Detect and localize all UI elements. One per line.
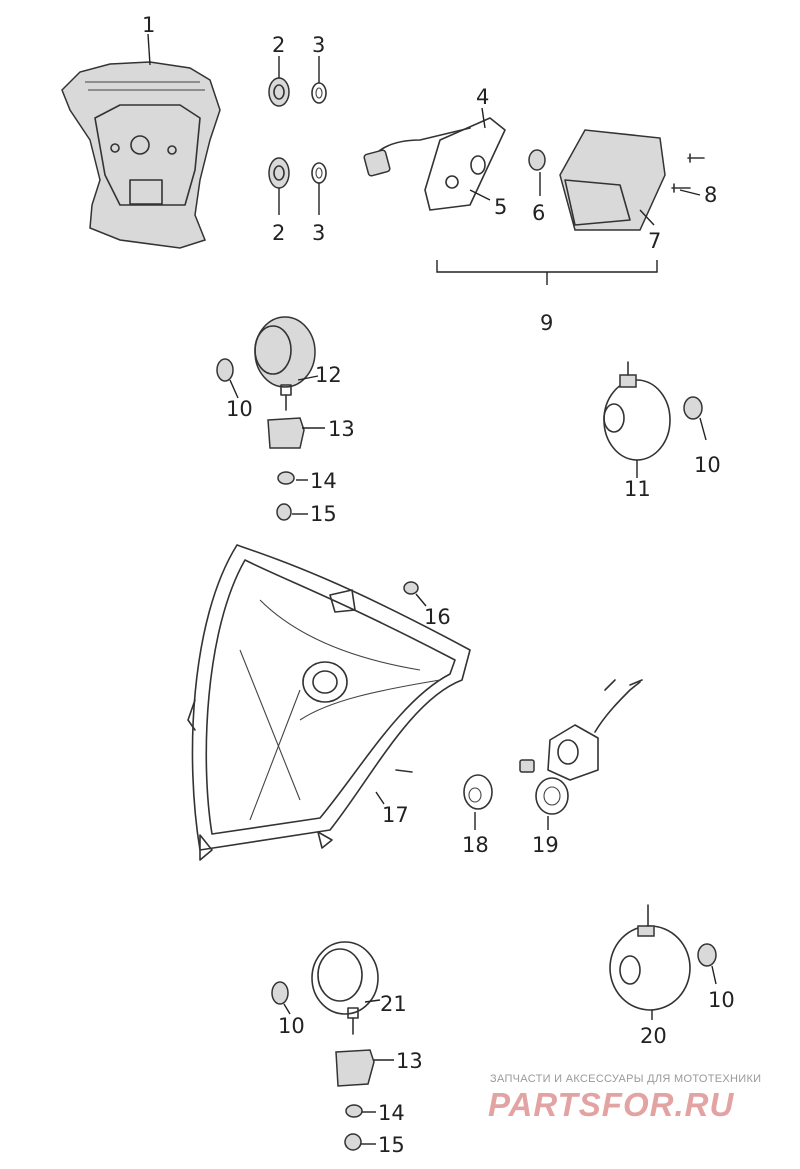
- callout-10-right-upper: 10: [694, 453, 721, 477]
- callout-14-upper: 14: [310, 469, 337, 493]
- svg-text:PARTSFOR.RU: PARTSFOR.RU: [488, 1086, 734, 1122]
- callout-2-bottom: 2: [272, 221, 285, 245]
- washer-part-bottom: [311, 162, 327, 184]
- callout-13-upper: 13: [328, 417, 355, 441]
- headlight-assembly-part: [187, 544, 471, 861]
- front-turn-signal-part: [254, 316, 316, 411]
- callout-6: 6: [532, 201, 545, 225]
- callout-7: 7: [648, 229, 661, 253]
- callout-10-upper-left: 10: [226, 397, 253, 421]
- bulb-part-headlight: [403, 581, 419, 595]
- callout-14-lower: 14: [378, 1101, 405, 1125]
- grommet-part-bottom: [268, 157, 290, 189]
- callout-17: 17: [382, 803, 409, 827]
- callout-5: 5: [494, 195, 507, 219]
- callout-1: 1: [142, 13, 155, 37]
- screw-part: [671, 153, 705, 193]
- rear-turn-signal-part-lower: [609, 904, 691, 1011]
- front-upper-cover-part: [61, 61, 221, 249]
- rear-turn-signal-part: [603, 361, 671, 461]
- callout-2-top: 2: [272, 33, 285, 57]
- nut-part-upper: [276, 503, 292, 521]
- callout-18: 18: [462, 833, 489, 857]
- signal-cover-part-lower: [335, 1049, 375, 1087]
- watermark-caption: ЗАПЧАСТИ И АКСЕССУАРЫ ДЛЯ МОТОТЕХНИКИ: [490, 1073, 762, 1085]
- callout-20: 20: [640, 1024, 667, 1048]
- nut-part-lower-left: [271, 981, 289, 1005]
- nut-part-lower: [344, 1133, 362, 1151]
- washer-part-top: [311, 82, 327, 104]
- plate-light-lens-part: [559, 129, 666, 231]
- bulb-holder-part: [535, 777, 569, 815]
- headlight-socket-wiring-part: [519, 679, 643, 781]
- nut-part-upper-left: [216, 358, 234, 382]
- callout-8: 8: [704, 183, 717, 207]
- callout-3-top: 3: [312, 33, 325, 57]
- callout-21: 21: [380, 992, 407, 1016]
- callout-15-lower: 15: [378, 1133, 405, 1157]
- callout-3-bottom: 3: [312, 221, 325, 245]
- nut-part-right-lower: [697, 943, 717, 967]
- callout-9: 9: [540, 311, 553, 335]
- callout-12: 12: [315, 363, 342, 387]
- callout-11: 11: [624, 477, 651, 501]
- callout-16: 16: [424, 605, 451, 629]
- callout-4: 4: [476, 85, 489, 109]
- callout-15-upper: 15: [310, 502, 337, 526]
- nut-part-right-upper: [683, 396, 703, 420]
- callout-10-lower-left: 10: [278, 1014, 305, 1038]
- grommet-part-top: [268, 77, 290, 107]
- signal-cover-part-upper: [267, 417, 305, 449]
- watermark-logo: PARTSFOR.RU: [488, 1086, 734, 1122]
- callout-13-lower: 13: [396, 1049, 423, 1073]
- washer-part-upper: [277, 471, 295, 485]
- callout-19: 19: [532, 833, 559, 857]
- bulb-part: [528, 149, 546, 171]
- plate-light-socket-part: [363, 117, 506, 211]
- washer-part-lower: [345, 1104, 363, 1118]
- front-turn-signal-part-lower: [311, 941, 379, 1035]
- headlight-bulb-part: [463, 774, 493, 810]
- callout-10-right-lower: 10: [708, 988, 735, 1012]
